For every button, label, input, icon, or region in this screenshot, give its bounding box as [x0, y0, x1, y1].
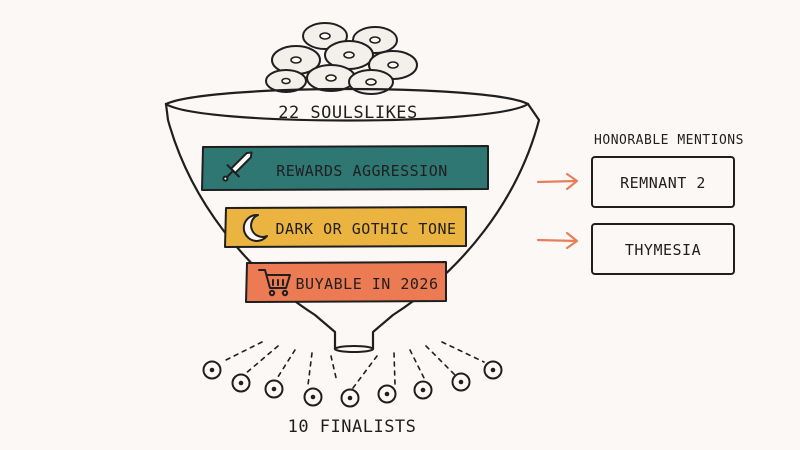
funnel-rim-front [164, 102, 530, 122]
honorable-mentions-title: HONORABLE MENTIONS [594, 133, 744, 148]
crescent-moon-icon [242, 213, 268, 242]
finalist-token [483, 360, 503, 380]
arrow-right-icon [536, 231, 579, 250]
honorable-mention-label: REMNANT 2 [620, 174, 706, 192]
honorable-mentions: HONORABLE MENTIONS REMNANT 2 THYMESIA [536, 133, 744, 275]
input-token-pile [265, 22, 418, 95]
finalist-tokens [202, 341, 503, 408]
finalist-token [231, 373, 251, 393]
honorable-mention-2: THYMESIA [536, 223, 735, 275]
finalist-token [340, 388, 360, 408]
output-rays [221, 341, 485, 389]
finalist-token [202, 360, 222, 380]
filter-band [201, 145, 489, 191]
funnel-top-label: 22 SOULSLIKES [278, 103, 418, 123]
finalist-token [377, 384, 397, 404]
honorable-mention-card [591, 223, 735, 275]
finalist-token [303, 387, 323, 407]
filter-label: REWARDS AGGRESSION [276, 162, 448, 180]
honorable-mention-label: THYMESIA [625, 241, 701, 259]
funnel-shape [164, 87, 541, 353]
arrow-right-icon [536, 172, 579, 191]
funnel-spout-opening [334, 345, 374, 353]
filter-stage-2: DARK OR GOTHIC TONE [224, 206, 467, 248]
finalist-token [413, 380, 433, 400]
finalist-token [451, 372, 471, 392]
shopping-cart-icon [258, 269, 291, 297]
filter-stage-1: REWARDS AGGRESSION [201, 145, 489, 191]
honorable-mention-card [591, 156, 735, 208]
input-token [265, 69, 307, 93]
sword-icon [222, 151, 253, 182]
filter-band [224, 206, 467, 248]
input-token [324, 40, 374, 70]
funnel-rim-back [164, 87, 530, 106]
funnel-bottom-label: 10 FINALISTS [288, 417, 417, 437]
filter-label: BUYABLE IN 2026 [296, 275, 439, 293]
input-token [306, 64, 356, 92]
filter-stage-3: BUYABLE IN 2026 [245, 261, 447, 303]
filter-label: DARK OR GOTHIC TONE [275, 220, 456, 238]
honorable-mention-1: REMNANT 2 [536, 156, 735, 208]
filter-stages: REWARDS AGGRESSION DARK OR GOTHIC TONE B… [201, 145, 489, 303]
finalist-token [264, 379, 284, 399]
filter-band [245, 261, 447, 303]
